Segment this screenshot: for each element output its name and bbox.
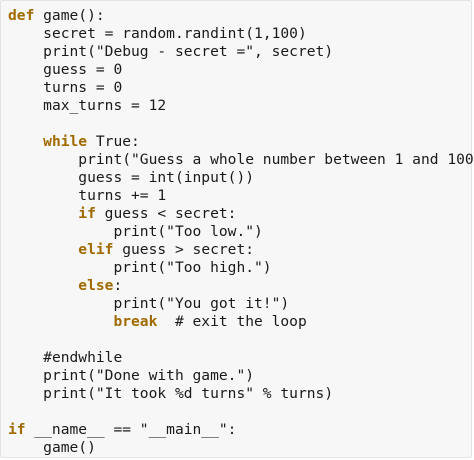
code-text: max_turns = 12	[43, 97, 167, 114]
code-text: turns += 1	[78, 187, 167, 204]
code-line	[8, 331, 471, 349]
code-text: print("Debug - secret =", secret)	[43, 43, 334, 60]
code-keyword: if	[8, 421, 26, 438]
code-line: #endwhile	[8, 349, 471, 367]
code-indent	[8, 25, 43, 42]
code-text: True:	[87, 133, 140, 150]
code-text: print("You got it!")	[113, 295, 290, 312]
code-indent	[8, 97, 43, 114]
code-text: game()	[43, 439, 96, 456]
code-line: turns = 0	[8, 79, 471, 97]
code-text: print("Guess a whole number between 1 an…	[78, 151, 474, 168]
code-text: game():	[34, 7, 105, 24]
code-indent	[8, 205, 78, 222]
code-line	[8, 115, 471, 133]
code-indent	[8, 367, 43, 384]
code-line: print("Too low.")	[8, 223, 471, 241]
code-text: print("Too high.")	[113, 259, 272, 276]
code-line: print("Debug - secret =", secret)	[8, 43, 471, 61]
code-indent	[8, 43, 43, 60]
code-line: break # exit the loop	[8, 313, 471, 331]
code-text: guess = 0	[43, 61, 123, 78]
code-line: turns += 1	[8, 187, 471, 205]
code-indent	[8, 439, 43, 456]
code-keyword: if	[78, 205, 96, 222]
code-line: if __name__ == "__main__":	[8, 421, 471, 439]
code-line: def game():	[8, 7, 471, 25]
code-indent	[8, 259, 113, 276]
code-text: guess = int(input())	[78, 169, 255, 186]
code-line	[8, 403, 471, 421]
code-text: turns = 0	[43, 79, 123, 96]
code-line: while True:	[8, 133, 471, 151]
code-indent	[8, 241, 78, 258]
code-keyword: def	[8, 7, 35, 24]
code-line: print("You got it!")	[8, 295, 471, 313]
code-text: print("Too low.")	[113, 223, 263, 240]
code-text: print("It took %d turns" % turns)	[43, 385, 334, 402]
code-text: print("Done with game.")	[43, 367, 255, 384]
code-line: max_turns = 12	[8, 97, 471, 115]
code-indent	[8, 151, 78, 168]
code-indent	[8, 223, 113, 240]
code-indent	[8, 61, 43, 78]
code-line: secret = random.randint(1,100)	[8, 25, 471, 43]
code-line: print("Too high.")	[8, 259, 471, 277]
code-text: :	[113, 277, 123, 294]
code-line: print("It took %d turns" % turns)	[8, 385, 471, 403]
code-line: game()	[8, 439, 471, 457]
code-text: guess > secret:	[113, 241, 255, 258]
code-line: print("Done with game.")	[8, 367, 471, 385]
code-keyword: break	[113, 313, 158, 330]
code-indent	[8, 349, 43, 366]
code-keyword: else	[78, 277, 114, 294]
code-line: guess = int(input())	[8, 169, 471, 187]
code-indent	[8, 169, 78, 186]
code-text: guess < secret:	[95, 205, 237, 222]
code-keyword: elif	[78, 241, 114, 258]
code-indent	[8, 187, 78, 204]
code-line: if guess < secret:	[8, 205, 471, 223]
code-indent	[8, 313, 113, 330]
code-indent	[8, 385, 43, 402]
code-keyword: while	[43, 133, 88, 150]
code-text: __name__ == "__main__":	[25, 421, 237, 438]
code-line: else:	[8, 277, 471, 295]
code-line: guess = 0	[8, 61, 471, 79]
code-indent	[8, 79, 43, 96]
code-indent	[8, 295, 113, 312]
code-indent	[8, 277, 78, 294]
code-line: print("Guess a whole number between 1 an…	[8, 151, 474, 169]
code-text: secret = random.randint(1,100)	[43, 25, 307, 42]
code-text: # exit the loop	[157, 313, 307, 330]
code-text: #endwhile	[43, 349, 123, 366]
code-line: elif guess > secret:	[8, 241, 471, 259]
code-indent	[8, 133, 43, 150]
